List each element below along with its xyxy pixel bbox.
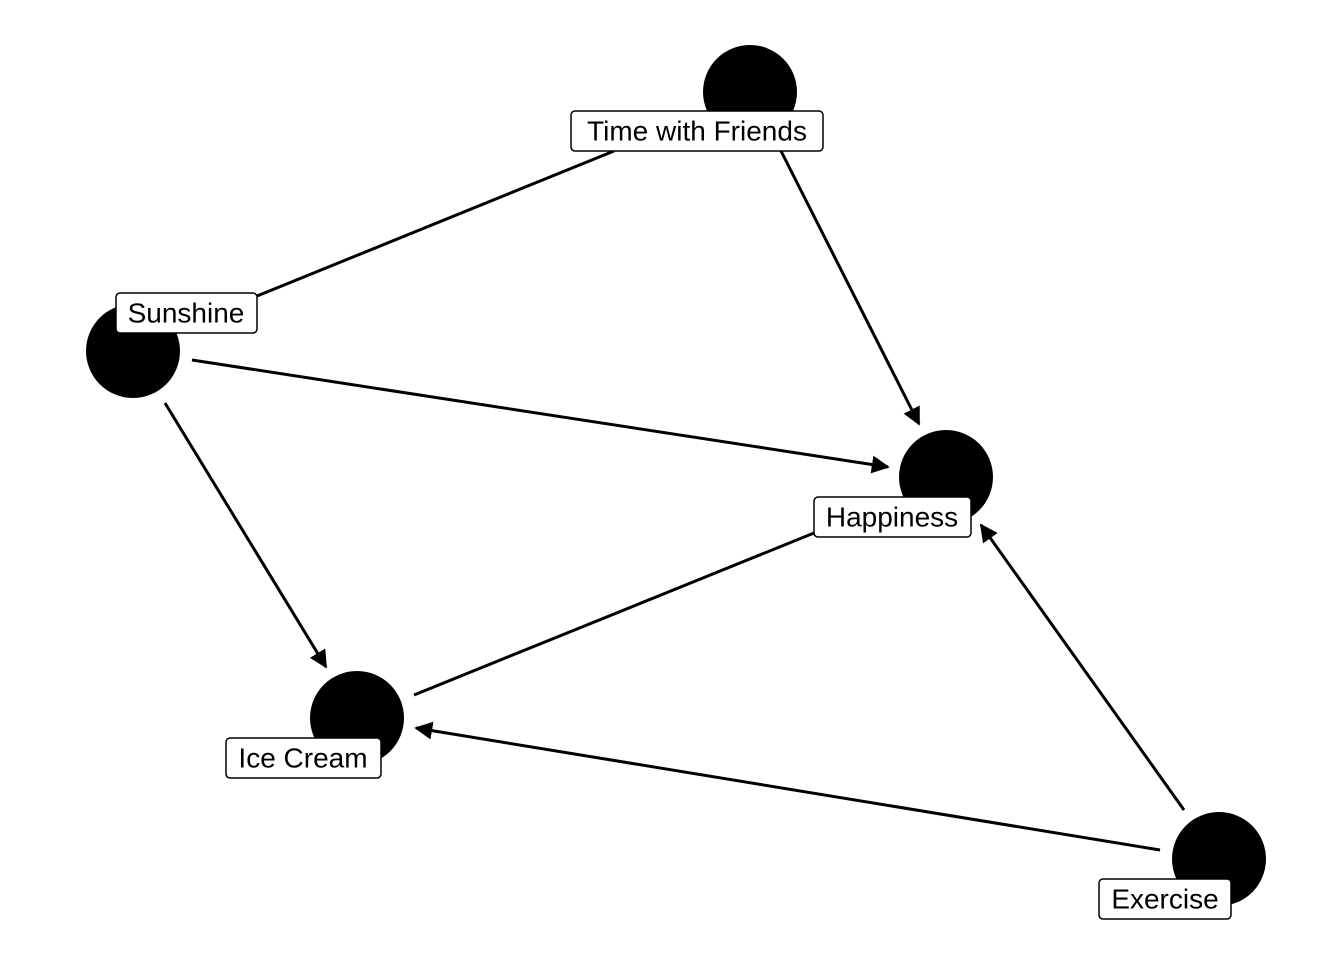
node-happiness: Happiness: [813, 430, 993, 538]
node-label: Happiness: [826, 502, 958, 533]
edges-layer: [163, 149, 1186, 852]
node-label: Time with Friends: [587, 116, 807, 147]
edge-time-with-friends-to-happiness: [779, 150, 921, 426]
edge-exercise-to-ice-cream: [414, 721, 1161, 852]
node-label: Exercise: [1111, 884, 1218, 915]
edge-time-with-friends-to-sunshine: [256, 149, 615, 298]
node-label: Ice Cream: [238, 743, 367, 774]
node-label-box: [570, 110, 824, 152]
edge-exercise-to-happiness: [979, 523, 1186, 811]
node-exercise: Exercise: [1098, 812, 1266, 920]
node-label-box: [115, 292, 258, 334]
edge-sunshine-to-happiness: [191, 358, 890, 474]
node-label: Sunshine: [128, 298, 245, 329]
node-label-box: [813, 496, 972, 538]
node-label-box: [225, 737, 382, 779]
node-sunshine: Sunshine: [86, 292, 258, 398]
edge-happiness-to-ice-cream: [413, 531, 815, 697]
node-time-with-friends: Time with Friends: [570, 45, 824, 152]
edge-sunshine-to-ice-cream: [163, 402, 328, 669]
node-label-box: [1098, 878, 1232, 920]
node-ice-cream: Ice Cream: [225, 671, 404, 779]
